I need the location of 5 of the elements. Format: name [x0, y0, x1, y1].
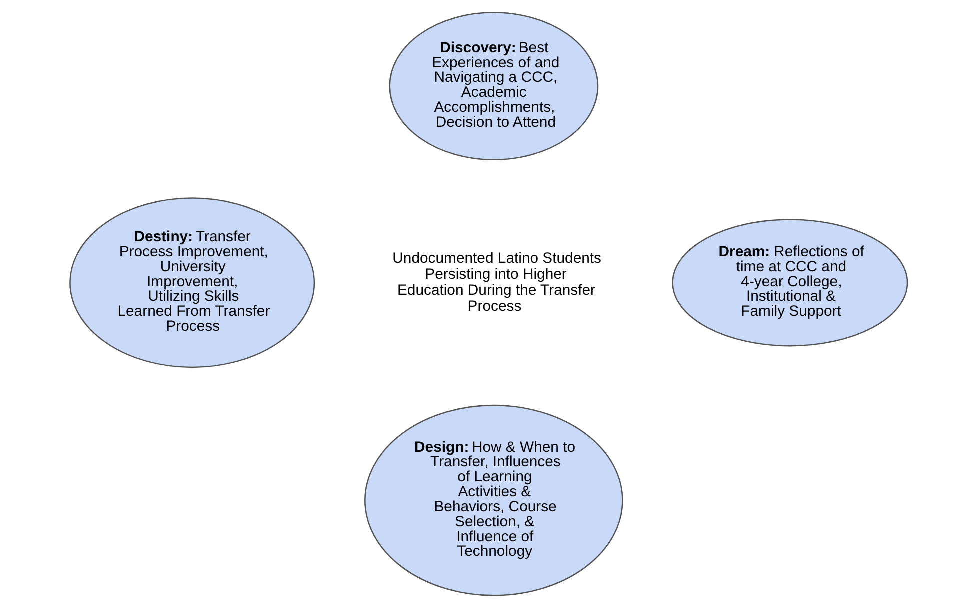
node-ellipse: Dream: Reflections of time at CCC and 4-year College, Institutional & Family Support — [672, 219, 908, 347]
node-ellipse: Discovery: Best Experiences of and Navigating a CCC, Academic Accomplishments, Decision to Attend — [388, 12, 598, 161]
node-ellipse: Design: How & When to Transfer, Influences of Learning Activities & Behaviors, Course Selection, & Influence of Technology — [364, 404, 623, 596]
node-ellipse: Destiny: Transfer Process Improvement, University Improvement, Utilizing Skills Learned From Transfer Process — [69, 198, 315, 368]
label: Undocumented Latino Students Persisting into Higher Education During the Transfer Process — [392, 250, 602, 315]
